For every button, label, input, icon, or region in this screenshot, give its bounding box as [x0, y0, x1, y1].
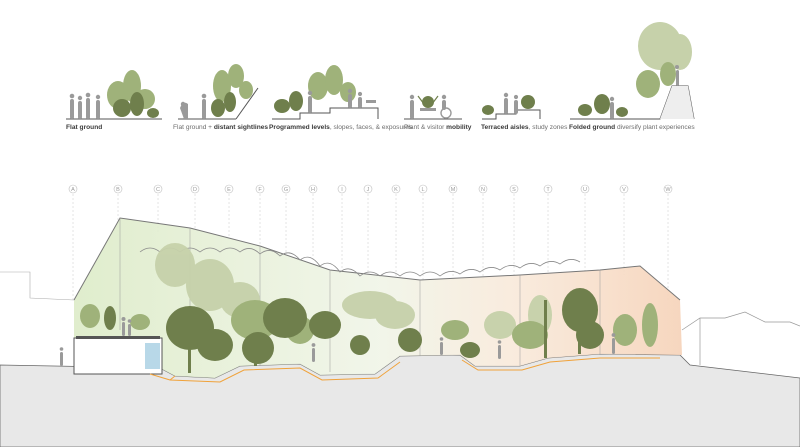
- caption-text: Plant & visitor: [404, 124, 447, 131]
- grid-label: V: [622, 187, 626, 193]
- grid-label: D: [193, 187, 197, 193]
- grid-label: N: [481, 187, 485, 193]
- grid-bubble: [308, 184, 318, 194]
- roof-line: [73, 217, 681, 301]
- caption-bold: Terraced aisles: [481, 124, 529, 131]
- caption-folded-ground: Folded ground diversify plant experience…: [569, 124, 695, 131]
- grid-label: T: [546, 187, 550, 193]
- grid-bubble: [448, 184, 458, 194]
- caption-text: Flat ground +: [173, 124, 214, 131]
- vignette-terraced-aisles: [482, 92, 541, 120]
- caption-bold: mobility: [446, 124, 472, 131]
- vignette-folded-ground: [570, 22, 695, 120]
- grid-bubble: [255, 184, 265, 194]
- grid-bubble: [663, 184, 673, 194]
- vignette-distant-sightlines: [178, 64, 259, 120]
- grid-label: G: [284, 187, 288, 193]
- service-channels: [149, 357, 660, 383]
- grid-label: M: [451, 187, 456, 193]
- grid-label: F: [258, 187, 262, 193]
- grid-bubble: [281, 184, 291, 194]
- grid-bubble: [113, 184, 123, 194]
- right-houses: [681, 311, 800, 365]
- vignette-flat-ground: [66, 70, 162, 120]
- grid-bubble: [337, 184, 347, 194]
- grid-label: A: [71, 187, 75, 193]
- grid-bubble: [153, 184, 163, 194]
- vignette-programmed-levels: [272, 65, 379, 120]
- caption-bold: Programmed levels: [269, 124, 330, 131]
- grid-label: J: [367, 187, 370, 193]
- grid-bubble: [580, 184, 590, 194]
- plants-middle: [80, 300, 658, 349]
- grid-label: U: [583, 187, 587, 193]
- grid-bubble: [619, 184, 629, 194]
- roof-cushions: [139, 247, 581, 277]
- caption-text: diversify plant experiences: [615, 124, 695, 131]
- grid-label: I: [341, 187, 343, 193]
- grid-label: S: [512, 187, 516, 193]
- grid-bubble: [418, 184, 428, 194]
- caption-bold: distant sightlines: [213, 124, 269, 131]
- grid-bubble: [543, 184, 553, 194]
- caption-mobility: Plant & visitor mobility: [404, 124, 471, 131]
- grid-bubble: [509, 184, 519, 194]
- grid-label: E: [227, 187, 231, 193]
- caption-bold: Folded ground: [569, 124, 616, 131]
- caption-bold: Flat ground: [66, 124, 103, 131]
- vignette-mobility: [404, 94, 462, 120]
- left-building: [0, 271, 163, 375]
- caption-text: , study zones: [528, 124, 568, 131]
- caption-distant-sightlines: Flat ground + distant sightlines: [173, 124, 268, 131]
- grid-bubble: [391, 184, 401, 194]
- caption-terraced-aisles: Terraced aisles, study zones: [481, 124, 567, 131]
- grid-label: K: [394, 187, 398, 193]
- visitor-figures: [59, 317, 616, 366]
- caption-text: , slopes, faces, & exposures: [329, 124, 413, 131]
- grid-label: B: [116, 187, 120, 193]
- grid-label: W: [665, 187, 671, 193]
- greenhouse-section: [0, 217, 800, 447]
- grid-bubble: [363, 184, 373, 194]
- grid-label: L: [421, 187, 424, 193]
- grid-label: C: [156, 187, 160, 193]
- grid-bubble: [190, 184, 200, 194]
- plants-foreground: [104, 288, 604, 373]
- grid-bubble: [68, 184, 78, 194]
- caption-programmed-levels: Programmed levels, slopes, faces, & expo…: [269, 124, 412, 131]
- caption-flat-ground: Flat ground: [66, 124, 102, 131]
- concept-vignettes: [66, 22, 695, 120]
- grid-label: H: [311, 187, 315, 193]
- grid-bubble: [478, 184, 488, 194]
- grid-bubble: [224, 184, 234, 194]
